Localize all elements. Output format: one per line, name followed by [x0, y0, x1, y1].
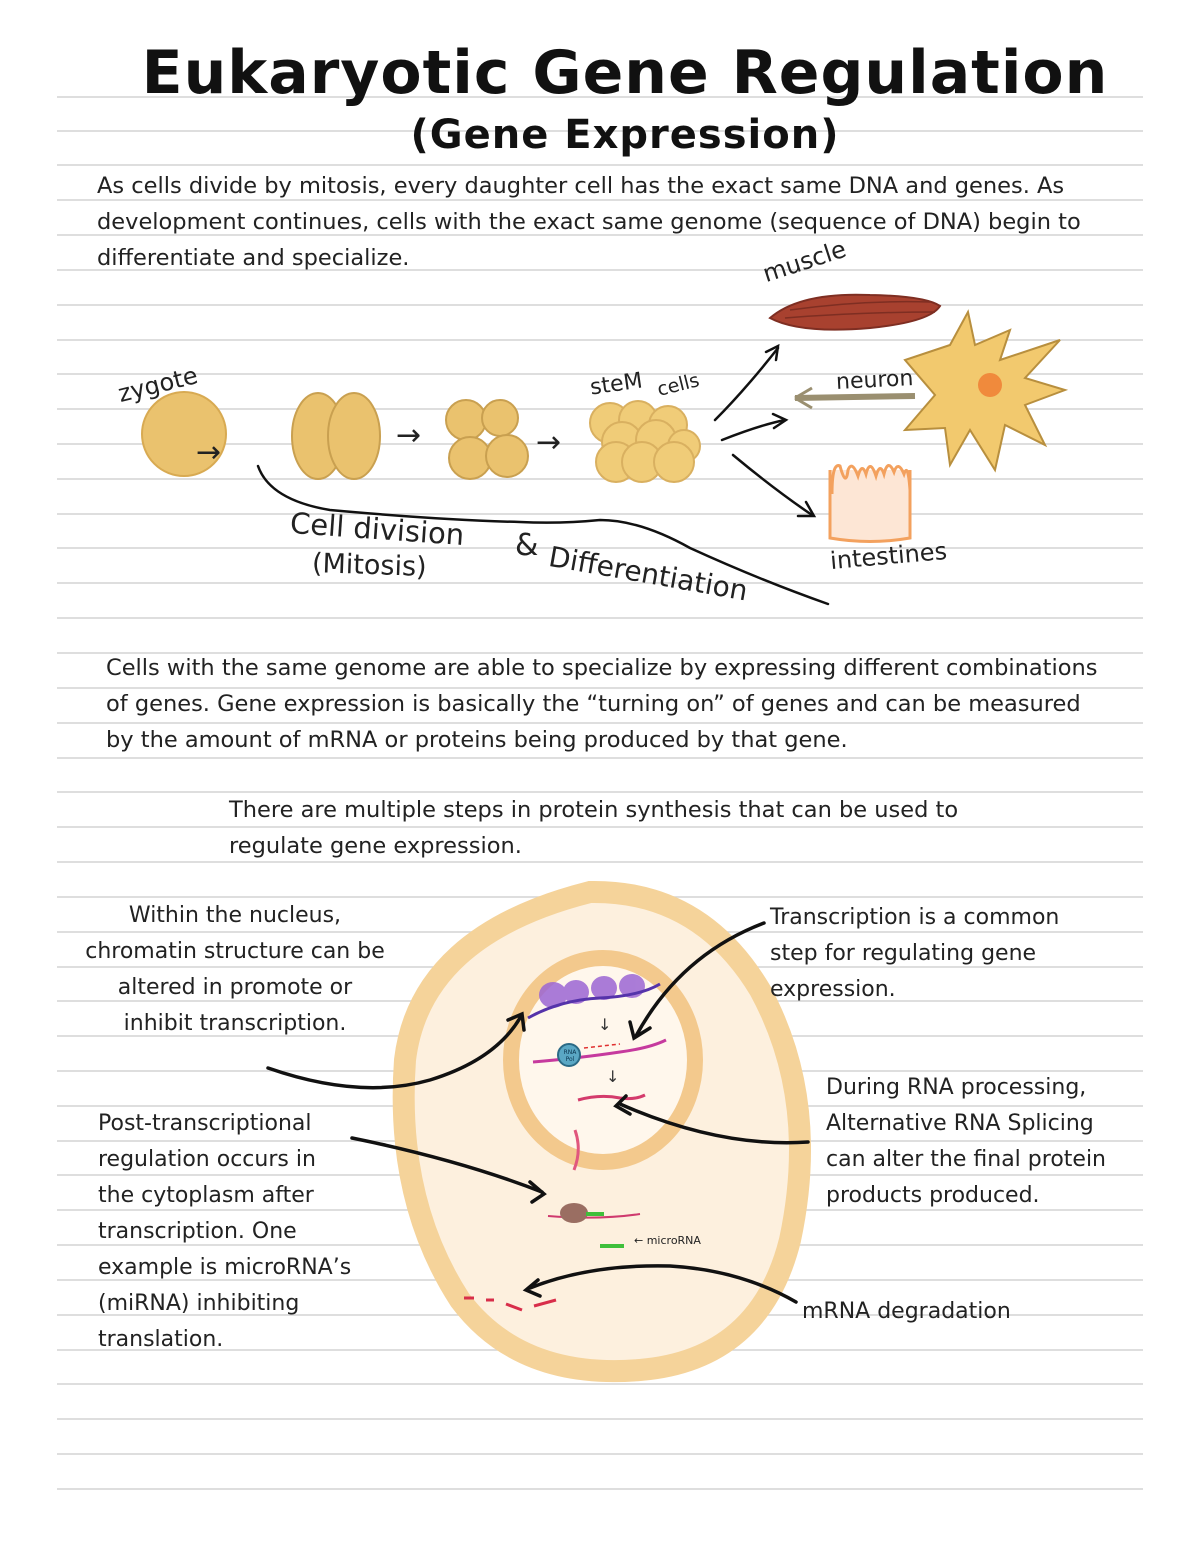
- neuron-cell: [794, 309, 1069, 473]
- muscle-cell: [768, 293, 942, 331]
- page-title: Eukaryotic Gene Regulation: [141, 38, 1109, 108]
- nucleus: [503, 950, 703, 1170]
- stem-cell-cluster: [589, 400, 701, 483]
- degradation-annotation: mRNA degradation: [802, 1299, 1011, 1324]
- transcription-annotation: Transcription is a common step for regul…: [770, 905, 1060, 1002]
- two-cell-stage: [291, 392, 381, 480]
- arrow-1: →: [196, 435, 222, 470]
- ampersand: &: [515, 528, 539, 563]
- splicing-annotation: During RNA processing, Alternative RNA S…: [826, 1075, 1106, 1208]
- protein-synthesis-paragraph: There are multiple steps in protein synt…: [229, 797, 959, 859]
- microrna-label: ← microRNA: [634, 1234, 701, 1247]
- page-subtitle: (Gene Expression): [410, 112, 840, 158]
- arrow-3: →: [536, 425, 562, 460]
- rna-polymerase: [557, 1043, 581, 1067]
- ribosome: [560, 1203, 588, 1223]
- gene-expression-paragraph: Cells with the same genome are able to s…: [106, 655, 1098, 753]
- svg-text:↓: ↓: [598, 1015, 611, 1034]
- intestine-cells: [828, 464, 912, 543]
- post-transcriptional-annotation: Post-transcriptional regulation occurs i…: [98, 1111, 352, 1352]
- intro-paragraph: As cells divide by mitosis, every daught…: [97, 173, 1081, 271]
- chromatin-annotation: Within the nucleus, chromatin structure …: [85, 903, 385, 1036]
- zygote-cell: [141, 391, 227, 477]
- rna-pol-label: RNA Pol: [563, 1049, 577, 1063]
- four-cell-stage: [445, 399, 529, 480]
- svg-text:↓: ↓: [606, 1067, 619, 1086]
- arrow-2: →: [396, 418, 422, 453]
